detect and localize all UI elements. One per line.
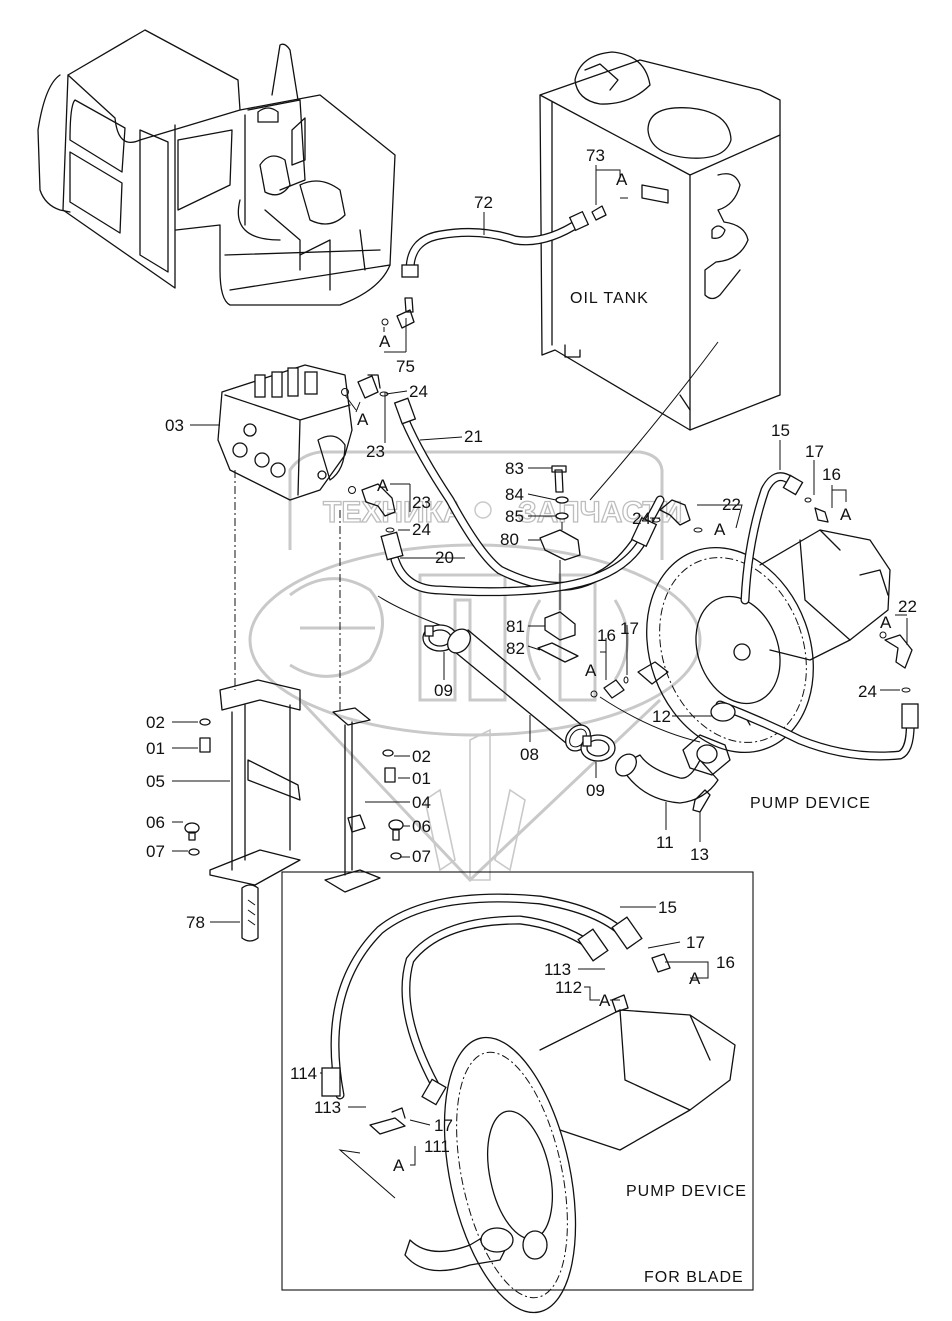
callout-72: 72 (474, 193, 493, 212)
callout-11: 11 (656, 833, 674, 852)
hose-clamp-09-lower (580, 734, 616, 762)
callout-114: 114 (290, 1064, 317, 1083)
watermark-gear-icon (474, 501, 492, 519)
hose-20 (380, 516, 658, 597)
clamp-assembly-80-85 (537, 465, 581, 663)
fittings-16-17-main (804, 497, 829, 523)
caption-pump-device-main: PUMP DEVICE (750, 795, 871, 812)
callout-112: 112 (555, 978, 582, 997)
callout-04: 04 (412, 793, 431, 812)
callout-16-b: 16 (597, 626, 616, 645)
callout-02-b: 02 (412, 747, 431, 766)
callout-13: 13 (690, 845, 709, 864)
ref-mark-a: A (357, 410, 369, 429)
caption-for-blade: FOR BLADE (644, 1269, 744, 1286)
fittings-16-17-middle (590, 661, 669, 699)
excavator-upper-structure (37, 29, 396, 306)
ref-mark-a: A (379, 332, 391, 351)
callout-07-a: 07 (146, 842, 165, 861)
callout-labels: 72 73 75 03 24 21 23 23 24 20 83 84 85 8… (146, 146, 917, 1156)
callout-24-c: 24 (632, 509, 651, 528)
hose-72 (401, 205, 607, 278)
callout-23-a: 23 (366, 442, 385, 461)
hose-15-main (740, 472, 804, 605)
bracket-04 (324, 510, 381, 893)
ref-mark-a: A (585, 661, 597, 680)
callout-24-a: 24 (409, 382, 428, 401)
callout-16-c: 16 (716, 953, 735, 972)
ref-mark-a: A (840, 505, 852, 524)
callout-81: 81 (506, 617, 525, 636)
callout-113-a: 113 (544, 960, 571, 979)
reference-marks-a: A A A A A A A A A A A A (357, 170, 892, 1175)
pressure-hose-12 (710, 700, 919, 761)
watermark-wheat (424, 728, 526, 881)
elbow-fitting-22-lower (879, 631, 913, 693)
callout-09-a: 09 (434, 681, 453, 700)
callout-05: 05 (146, 772, 165, 791)
callout-82: 82 (506, 639, 525, 658)
callout-75: 75 (396, 357, 415, 376)
callout-09-b: 09 (586, 781, 605, 800)
oil-tank: OIL TANK (539, 51, 781, 431)
suction-pipe-11 (615, 734, 731, 813)
callout-113-b: 113 (314, 1098, 341, 1117)
callout-02-a: 02 (146, 713, 165, 732)
control-valve-03 (217, 364, 353, 501)
callout-17-a: 17 (805, 442, 824, 461)
callout-15: 15 (771, 421, 790, 440)
bolts-washers-01-02-06-07 (184, 718, 404, 860)
callout-78: 78 (186, 913, 205, 932)
callout-111: 111 (424, 1137, 450, 1156)
ref-mark-a: A (616, 170, 628, 189)
callout-24-d: 24 (858, 682, 877, 701)
callout-21: 21 (464, 427, 483, 446)
watermark-letter-e (289, 577, 384, 678)
ref-mark-a: A (599, 991, 611, 1010)
caption-oil-tank: OIL TANK (570, 290, 649, 307)
ref-mark-a: A (880, 613, 892, 632)
callout-83: 83 (505, 459, 524, 478)
ref-mark-a: A (377, 476, 389, 495)
callout-84: 84 (505, 485, 524, 504)
callout-15-blade: 15 (658, 898, 677, 917)
callout-06-b: 06 (412, 817, 431, 836)
callout-73: 73 (586, 146, 605, 165)
pump-device-main: PUMP DEVICE (646, 529, 891, 812)
callout-01-b: 01 (412, 769, 431, 788)
callout-17-c: 17 (686, 933, 705, 952)
caption-pump-device-blade: PUMP DEVICE (626, 1183, 747, 1200)
ref-mark-a: A (714, 520, 726, 539)
callout-20: 20 (435, 548, 454, 567)
blade-pump-inset: PUMP DEVICE FOR BLADE (281, 871, 754, 1314)
ref-mark-a: A (393, 1156, 405, 1175)
callout-07-b: 07 (412, 847, 431, 866)
fitting-75 (381, 297, 415, 329)
callout-17-b: 17 (620, 619, 639, 638)
ref-mark-a: A (689, 969, 701, 988)
callout-22-b: 22 (898, 597, 917, 616)
callout-01-a: 01 (146, 739, 165, 758)
seal-78 (241, 884, 259, 942)
callout-24-b: 24 (412, 520, 431, 539)
callout-17-d: 17 (434, 1116, 453, 1135)
bracket-05 (209, 470, 301, 886)
callout-22-a: 22 (722, 495, 741, 514)
callout-85: 85 (505, 507, 524, 526)
fittings-23-24 (341, 374, 396, 533)
callout-80: 80 (500, 530, 519, 549)
callout-12: 12 (652, 707, 671, 726)
callout-23-b: 23 (412, 493, 431, 512)
leader-lines (172, 165, 908, 1199)
callout-08: 08 (520, 745, 539, 764)
callout-16-a: 16 (822, 465, 841, 484)
callout-03: 03 (165, 416, 184, 435)
watermark-letter-t (418, 573, 507, 702)
callout-06-a: 06 (146, 813, 165, 832)
